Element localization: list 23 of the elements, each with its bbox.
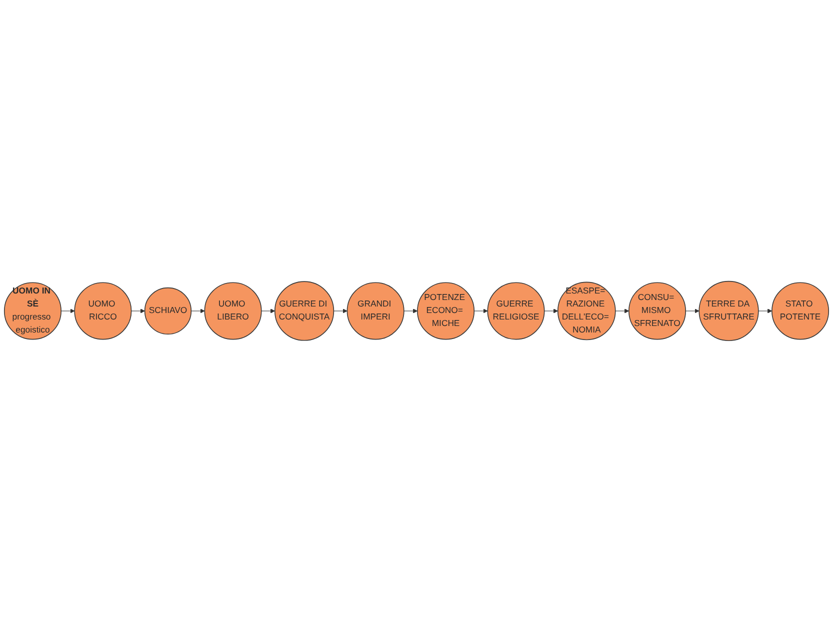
arrow [474, 308, 488, 313]
node-circle: STATO POTENTE [772, 282, 830, 340]
arrow [544, 308, 558, 313]
node-circle: GUERRE DI CONQUISTA [274, 280, 334, 340]
node-circle: TERRE DA SFRUTTARE [698, 280, 759, 341]
node-circle: ESASPE= RAZIONE DELL'ECO= NOMIA [557, 281, 616, 340]
node-circle: GUERRE RELIGIOSE [487, 282, 545, 340]
node-circle: CONSU= MISMO SFRENATO [628, 282, 686, 340]
node-circle: POTENZE ECONO= MICHE [417, 282, 475, 340]
arrow [758, 308, 772, 313]
node-circle: GRANDI IMPERI [346, 282, 404, 340]
arrow [190, 308, 205, 313]
arrow [404, 308, 418, 313]
arrow [685, 308, 700, 313]
arrow [333, 308, 348, 313]
arrow [615, 308, 630, 313]
arrow [60, 308, 75, 313]
node-circle: UOMO LIBERO [204, 282, 262, 340]
node-circle: UOMO IN SÈ progresso egoistico [4, 282, 62, 340]
node-circle: SCHIAVO [144, 286, 192, 334]
arrow [131, 308, 145, 313]
arrow [261, 308, 276, 313]
node-circle: UOMO RICCO [74, 282, 132, 340]
